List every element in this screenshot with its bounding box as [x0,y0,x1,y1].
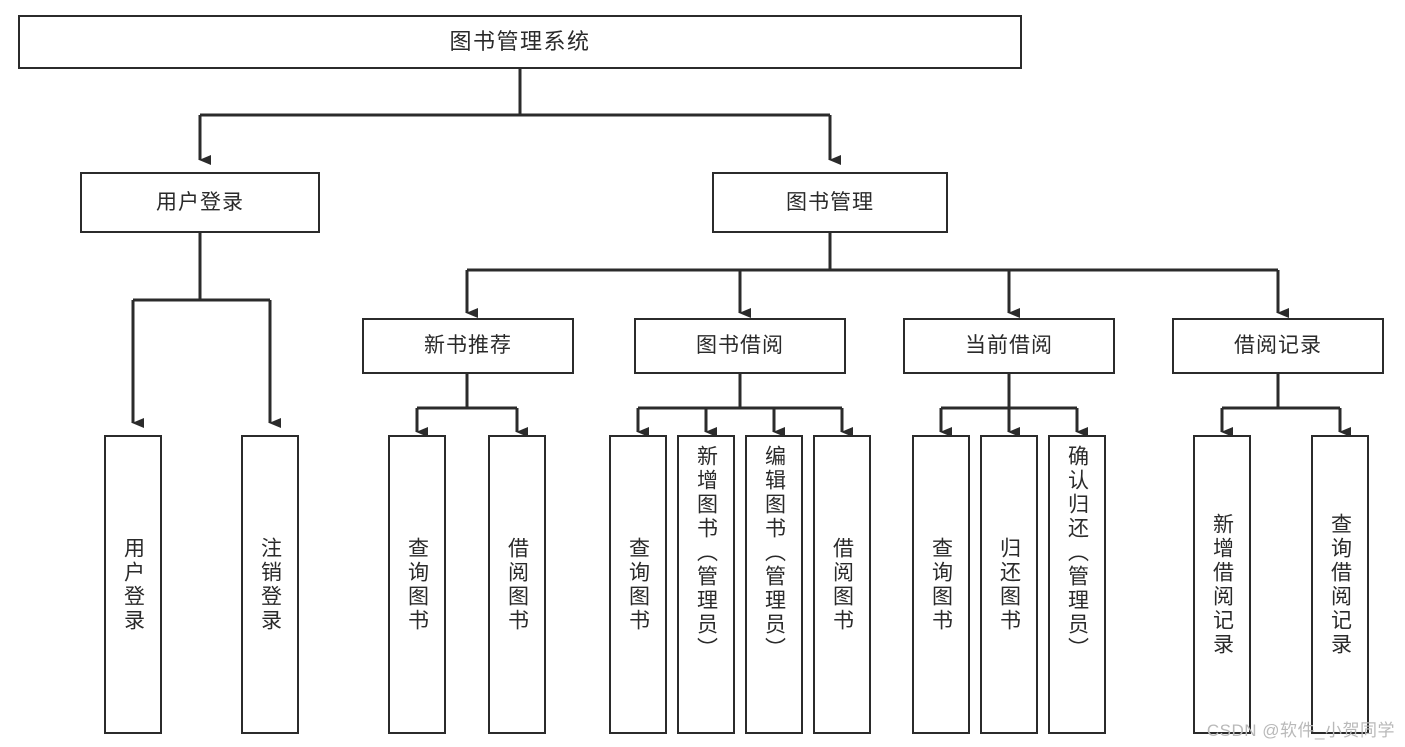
node-label: 新增图书（管理员） [694,445,718,661]
node-label: 借阅图书 [505,536,529,633]
leaf-book-borrow-borrow[interactable]: 借阅图书 [813,435,871,734]
node-label: 查询借阅记录 [1328,512,1352,657]
node-label: 查询图书 [405,536,429,633]
leaf-book-borrow-edit[interactable]: 编辑图书（管理员） [745,435,803,734]
node-user-login[interactable]: 用户登录 [80,172,320,233]
node-label: 用户登录 [121,536,145,633]
node-label: 注销登录 [258,536,282,633]
node-book-borrow[interactable]: 图书借阅 [634,318,846,374]
node-root-system[interactable]: 图书管理系统 [18,15,1022,69]
leaf-records-add[interactable]: 新增借阅记录 [1193,435,1251,734]
node-label: 图书管理 [786,190,874,214]
leaf-current-borrow-return[interactable]: 归还图书 [980,435,1038,734]
node-label: 新增借阅记录 [1210,512,1234,657]
leaf-book-borrow-add[interactable]: 新增图书（管理员） [677,435,735,734]
node-label: 图书借阅 [696,334,784,358]
leaf-user-login-login[interactable]: 用户登录 [104,435,162,734]
leaf-new-book-query[interactable]: 查询图书 [388,435,446,734]
node-label: 确认归还（管理员） [1065,445,1089,661]
node-borrow-records[interactable]: 借阅记录 [1172,318,1384,374]
node-label: 图书管理系统 [449,28,591,54]
node-label: 借阅记录 [1234,334,1322,358]
node-label: 新书推荐 [424,334,512,358]
leaf-current-borrow-query[interactable]: 查询图书 [912,435,970,734]
node-book-management[interactable]: 图书管理 [712,172,948,233]
node-new-book-recommend[interactable]: 新书推荐 [362,318,574,374]
leaf-current-borrow-confirm[interactable]: 确认归还（管理员） [1048,435,1106,734]
leaf-records-query[interactable]: 查询借阅记录 [1311,435,1369,734]
node-current-borrow[interactable]: 当前借阅 [903,318,1115,374]
node-label: 用户登录 [156,190,244,214]
leaf-book-borrow-query[interactable]: 查询图书 [609,435,667,734]
leaf-user-login-logout[interactable]: 注销登录 [241,435,299,734]
node-label: 查询图书 [929,536,953,633]
node-label: 当前借阅 [965,334,1053,358]
node-label: 归还图书 [997,536,1021,633]
node-label: 查询图书 [626,536,650,633]
leaf-new-book-borrow[interactable]: 借阅图书 [488,435,546,734]
watermark-text: CSDN @软件_小贺同学 [1206,721,1395,740]
node-label: 编辑图书（管理员） [762,445,786,661]
node-label: 借阅图书 [830,536,854,633]
